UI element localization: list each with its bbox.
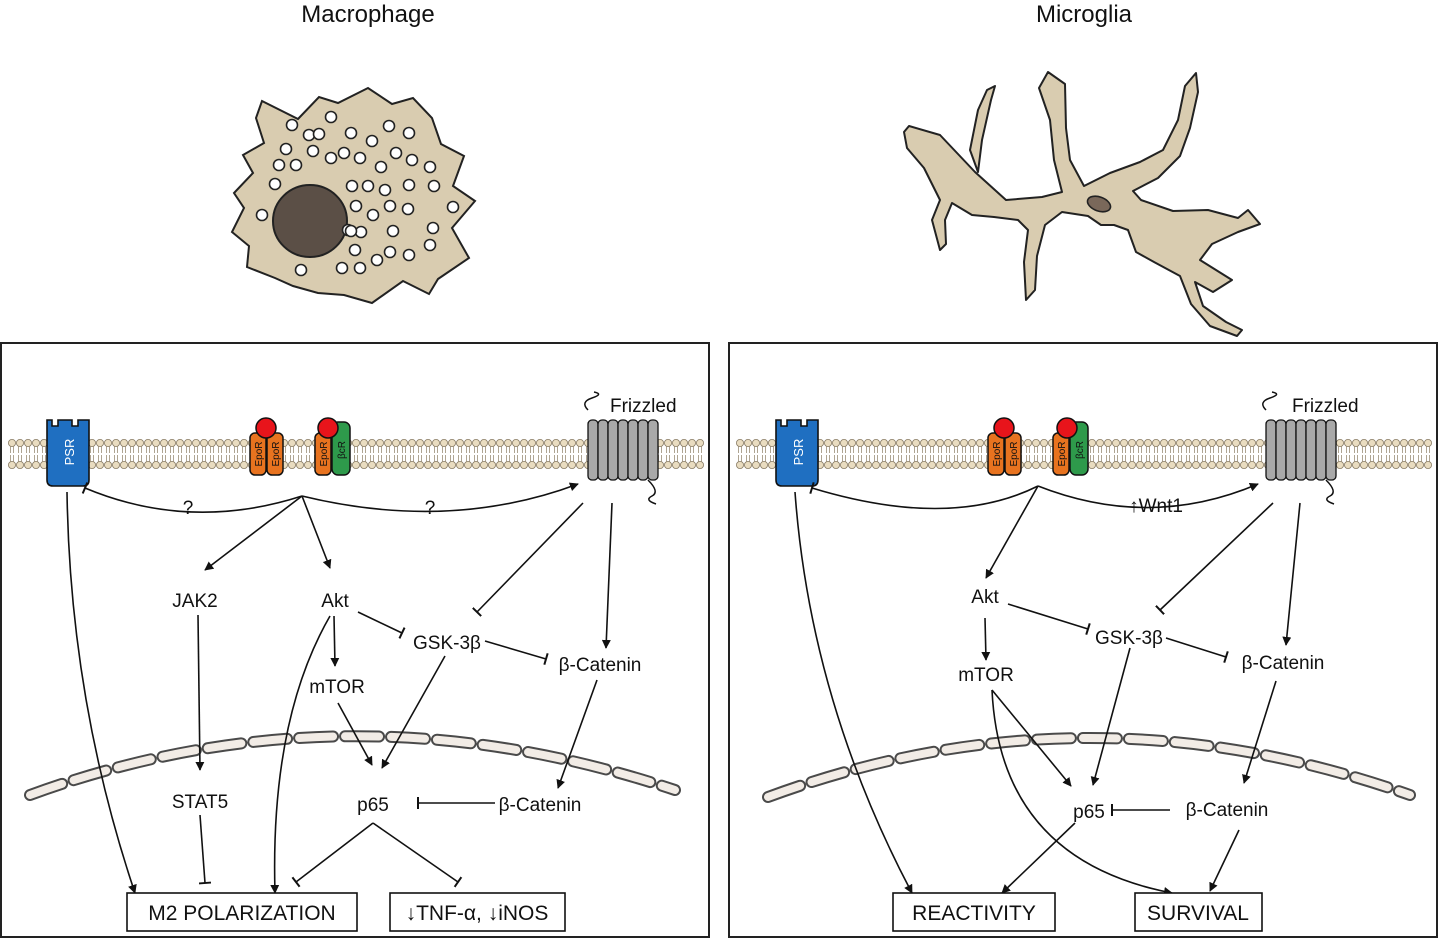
left-panel-frame (0, 342, 710, 938)
right-node-bcatenin-nuc: β-Catenin (1186, 800, 1269, 821)
left-epo-ligand-1 (255, 417, 277, 439)
svg-text:EpoR: EpoR (1057, 441, 1068, 466)
left-epor-homodimer: EpoR EpoR (249, 417, 284, 476)
macrophage-title: Macrophage (301, 1, 434, 28)
macrophage-vesicles (255, 110, 460, 277)
right-outcome-survival: SURVIVAL (1134, 892, 1263, 932)
right-epor-bcr-heterodimer: EpoR βcR (1052, 417, 1089, 476)
right-panel-frame (728, 342, 1438, 938)
left-frizzled-label: Frizzled (610, 396, 677, 417)
right-node-p65: p65 (1073, 802, 1105, 823)
right-node-akt: Akt (971, 587, 999, 608)
svg-text:EpoR: EpoR (271, 441, 282, 466)
right-psr-receptor: PSR (775, 419, 819, 487)
right-outcome-reactivity: REACTIVITY (892, 892, 1056, 932)
left-node-jak2: JAK2 (172, 591, 217, 612)
right-wnt1-label: ↑Wnt1 (1129, 496, 1183, 517)
right-frizzled-label: Frizzled (1292, 396, 1359, 417)
svg-text:EpoR: EpoR (1009, 441, 1020, 466)
left-epo-ligand-2 (317, 417, 339, 439)
left-node-stat5: STAT5 (172, 792, 228, 813)
left-node-akt: Akt (321, 591, 349, 612)
left-node-mtor: mTOR (309, 677, 365, 698)
macrophage-body (230, 86, 477, 305)
microglia-cell (903, 71, 1261, 337)
right-epor-homodimer: EpoR EpoR (987, 417, 1022, 476)
right-node-mtor: mTOR (958, 665, 1014, 686)
microglia-title: Microglia (1036, 1, 1133, 28)
left-outcome-m2: M2 POLARIZATION (126, 892, 358, 932)
left-node-gsk3b: GSK-3β (413, 633, 481, 654)
left-outcome-tnf: ↓TNF-α, ↓iNOS (389, 892, 566, 932)
right-nuclear-envelope (762, 732, 1416, 803)
right-node-gsk3b: GSK-3β (1095, 628, 1163, 649)
microglia-nucleus (1086, 195, 1112, 213)
left-epor-bcr-heterodimer: EpoR βcR (314, 417, 351, 476)
left-psr-receptor: PSR (46, 419, 90, 487)
svg-text:EpoR: EpoR (254, 441, 265, 466)
svg-text:SURVIVAL: SURVIVAL (1147, 902, 1249, 925)
left-node-p65: p65 (357, 795, 389, 816)
left-node-bcatenin-cyto: β-Catenin (559, 655, 642, 676)
left-pathway-edges (66, 482, 613, 894)
left-nuclear-envelope (24, 730, 681, 801)
svg-text:EpoR: EpoR (992, 441, 1003, 466)
right-psr-label: PSR (791, 439, 806, 466)
right-epo-ligand-2 (1056, 417, 1078, 439)
left-node-bcatenin-nuc: β-Catenin (499, 795, 582, 816)
macrophage-nucleus (272, 184, 348, 258)
left-frizzled-receptor: Frizzled (584, 391, 677, 505)
right-pathway-edges (794, 481, 1301, 896)
right-frizzled-receptor: Frizzled (1262, 391, 1359, 505)
right-epo-ligand-1 (993, 417, 1015, 439)
macrophage-cell (230, 86, 477, 305)
left-question-2: ? (425, 498, 436, 519)
svg-text:M2 POLARIZATION: M2 POLARIZATION (148, 902, 335, 925)
svg-text:REACTIVITY: REACTIVITY (912, 902, 1036, 925)
microglia-branch-left (969, 85, 996, 173)
microglia-body (903, 71, 1261, 337)
left-psr-label: PSR (62, 439, 77, 466)
right-node-bcatenin-cyto: β-Catenin (1242, 653, 1325, 674)
svg-text:↓TNF-α, ↓iNOS: ↓TNF-α, ↓iNOS (406, 902, 549, 925)
svg-text:EpoR: EpoR (319, 441, 330, 466)
svg-text:βcR: βcR (337, 441, 348, 459)
svg-text:βcR: βcR (1075, 441, 1086, 459)
left-question-1: ? (183, 498, 194, 519)
